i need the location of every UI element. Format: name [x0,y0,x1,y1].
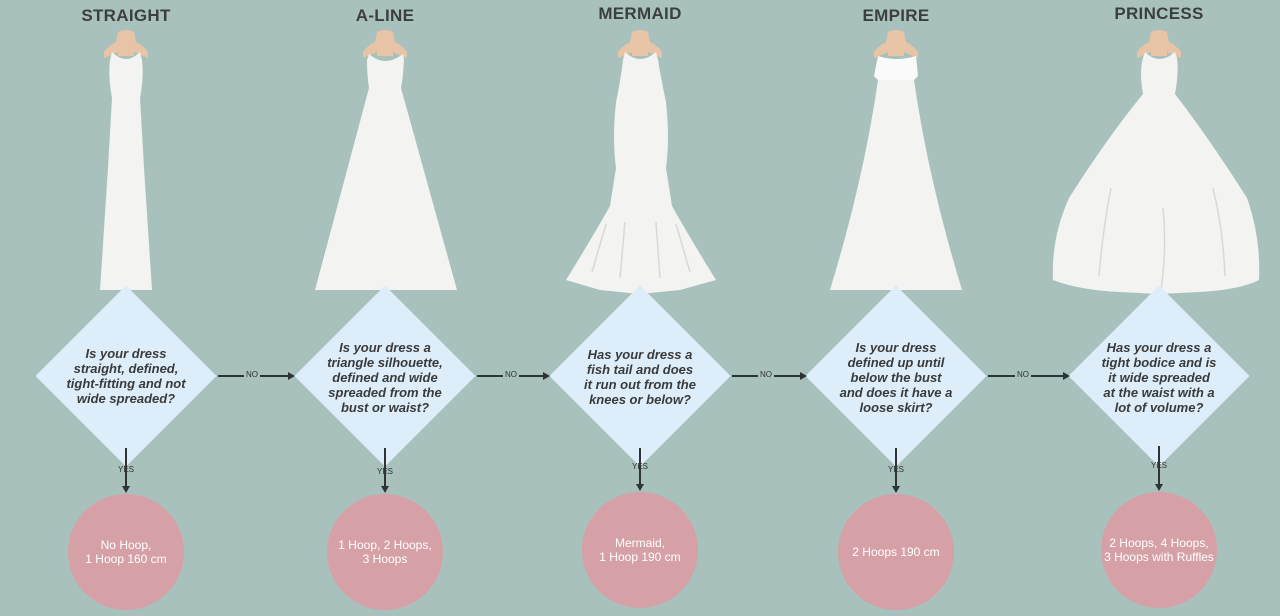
result-circle: Mermaid, 1 Hoop 190 cm [582,492,698,608]
arrow-right-icon [543,371,550,380]
result-text: 2 Hoops, 4 Hoops, 3 Hoops with Ruffles [1104,536,1214,564]
result-text: 2 Hoops 190 cm [852,545,940,559]
arrow-right-icon [1063,371,1070,380]
result-circle: 2 Hoops 190 cm [838,494,954,610]
empire-dress-illustration [830,30,962,290]
yes-label: YES [1150,461,1167,470]
result-text: 1 Hoop, 2 Hoops, 3 Hoops [338,538,432,566]
result-text: Mermaid, 1 Hoop 190 cm [599,536,681,564]
arrow-down-icon [1155,484,1163,491]
dress-title: MERMAID [598,4,682,23]
yes-label: YES [117,465,134,474]
question-text: Is your dress defined up until below the… [839,340,953,415]
column-empire: EMPIRE Is your dress defined up until be… [776,0,1016,616]
column-mermaid: MERMAID Has your dress a fish tail and d… [520,0,760,616]
yes-label: YES [376,467,393,476]
a-line-dress-illustration [315,30,457,290]
dress-title: A-LINE [355,6,415,25]
question-text: Has your dress a fish tail and does it r… [584,347,696,407]
straight-dress-illustration [100,30,152,290]
question-text: Is your dress straight, defined, tight-f… [66,346,186,406]
question-text: Has your dress a tight bodice and is it … [1101,340,1217,415]
yes-connector [1158,446,1160,484]
arrow-right-icon [800,371,807,380]
yes-connector [639,448,641,484]
column-princess: PRINCESS Has your dress a tight bodice a… [1039,0,1279,616]
no-label: NO [503,370,519,379]
yes-connector [384,448,386,486]
arrow-right-icon [288,371,295,380]
column-straight: STRAIGHT Is your dress straight, defined… [6,0,246,616]
yes-connector [895,448,897,486]
princess-dress-illustration [1052,30,1260,294]
arrow-down-icon [892,486,900,493]
mermaid-dress-illustration [566,30,716,294]
arrow-down-icon [122,486,130,493]
arrow-down-icon [381,486,389,493]
no-label: NO [244,370,260,379]
yes-connector [125,448,127,486]
result-text: No Hoop, 1 Hoop 160 cm [85,538,167,566]
yes-label: YES [887,465,904,474]
result-circle: No Hoop, 1 Hoop 160 cm [68,494,184,610]
result-circle: 1 Hoop, 2 Hoops, 3 Hoops [327,494,443,610]
column-a-line: A-LINE Is your dress a triangle silhouet… [265,0,505,616]
no-label: NO [1015,370,1031,379]
question-text: Is your dress a triangle silhouette, def… [327,340,443,415]
result-circle: 2 Hoops, 4 Hoops, 3 Hoops with Ruffles [1101,492,1217,608]
no-label: NO [758,370,774,379]
dress-title: PRINCESS [1114,4,1204,23]
dress-title: EMPIRE [862,6,930,25]
dress-title: STRAIGHT [81,6,171,25]
yes-label: YES [631,462,648,471]
arrow-down-icon [636,484,644,491]
